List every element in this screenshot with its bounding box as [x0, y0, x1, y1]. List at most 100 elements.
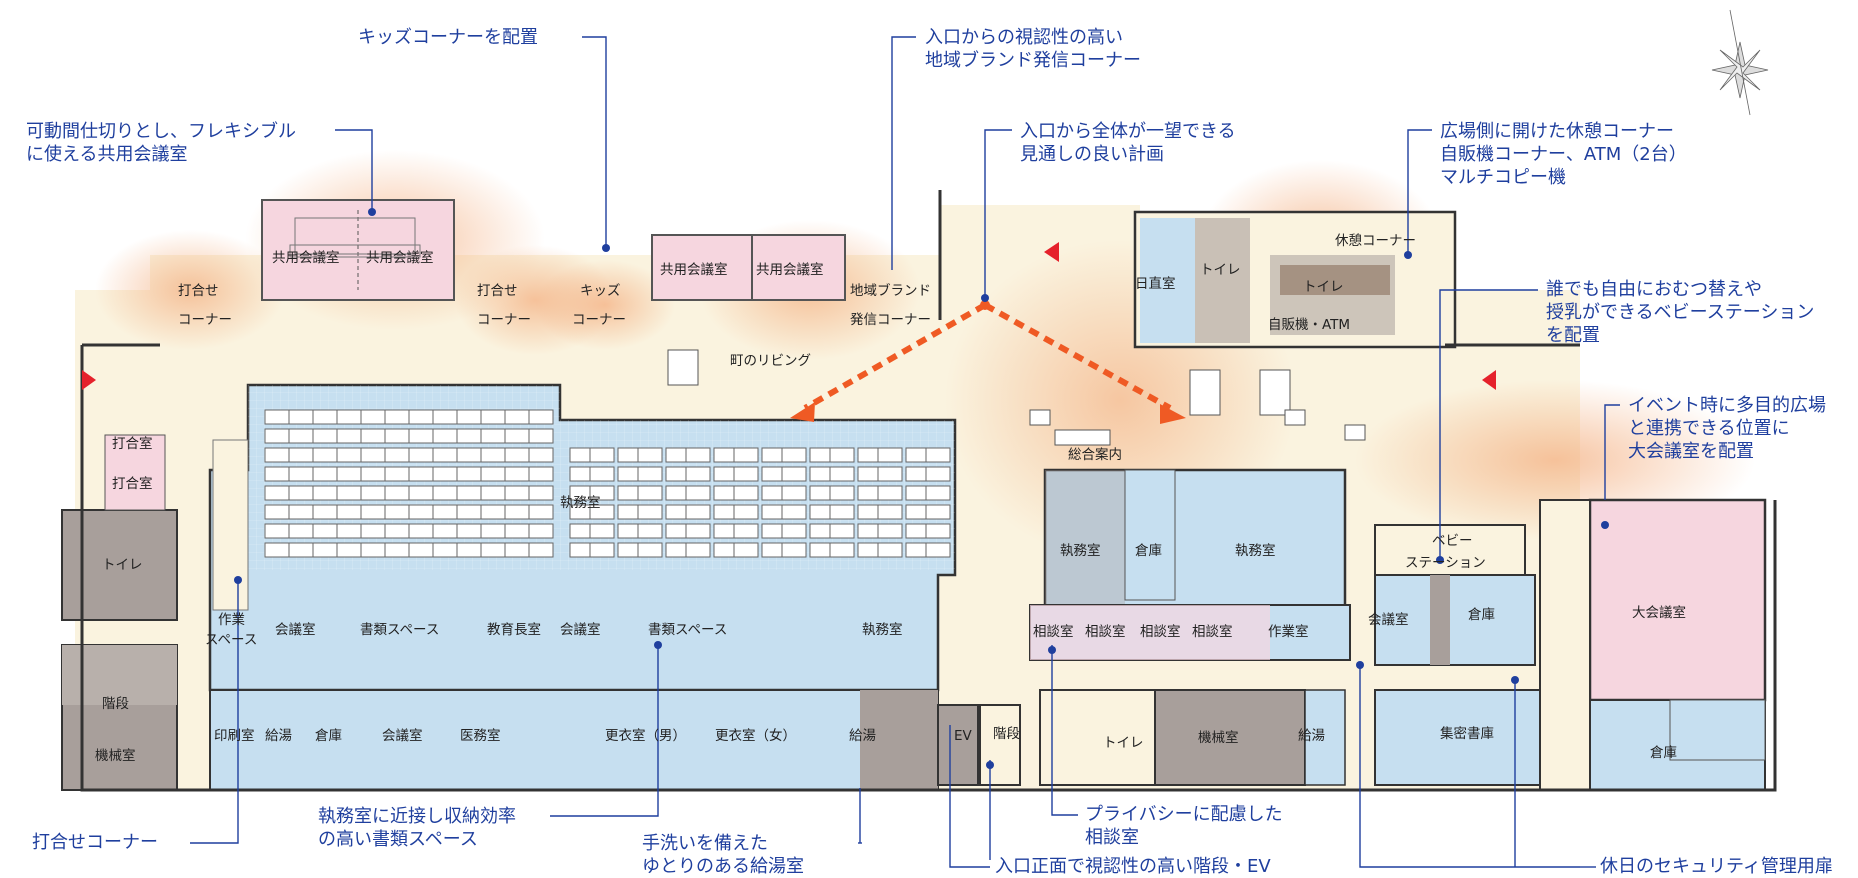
room-kyoyo4: 共用会議室	[756, 262, 824, 278]
room-sodan2: 相談室	[1085, 624, 1126, 640]
room-kyoyo2: 共用会議室	[366, 250, 434, 266]
baby-callout-line2: 授乳ができるベビーステーション	[1546, 302, 1815, 323]
desk	[456, 447, 482, 463]
desk	[781, 542, 807, 558]
desk	[408, 447, 434, 463]
room-sodan1: 相談室	[1033, 624, 1074, 640]
desk	[288, 447, 314, 463]
desk	[637, 466, 663, 482]
desk	[408, 428, 434, 444]
desk	[408, 542, 434, 558]
large-hall	[1539, 498, 1767, 791]
desk	[312, 409, 338, 425]
room-shorui1: 書類スペース	[360, 622, 440, 638]
desk	[589, 466, 615, 482]
desk	[637, 447, 663, 463]
callout-dots	[234, 208, 1609, 769]
desk	[312, 428, 338, 444]
desk	[589, 485, 615, 501]
room-kaidan-left: 階段	[102, 696, 129, 712]
desk	[528, 447, 554, 463]
desk	[456, 409, 482, 425]
room-soko1: 倉庫	[315, 728, 342, 744]
desk	[781, 466, 807, 482]
room-uchiawaseshitsu1: 打合室	[112, 436, 153, 452]
desk	[829, 523, 855, 539]
brand-callout-line2: 地域ブランド発信コーナー	[925, 50, 1141, 71]
desk	[360, 485, 386, 501]
room-shitsumu-c: 執務室	[1235, 543, 1276, 559]
desk	[336, 466, 362, 482]
desk	[829, 447, 855, 463]
desk	[685, 485, 711, 501]
brand-callout-line1: 入口からの視認性の高い	[925, 27, 1123, 48]
room-sagyo2: スペース	[205, 632, 258, 648]
desk	[480, 466, 506, 482]
desk	[733, 485, 759, 501]
desk	[408, 504, 434, 520]
docs-callout-line1: 執務室に近接し収納効率	[318, 806, 516, 827]
desk	[432, 466, 458, 482]
room-corner1: コーナー	[178, 312, 232, 328]
room-brand1: 地域ブランド	[850, 283, 931, 299]
desk	[336, 504, 362, 520]
desk	[384, 523, 410, 539]
room-kidscorner: コーナー	[572, 312, 626, 328]
privacy-callout: プライバシーに配慮した 相談室	[1085, 803, 1283, 849]
room-living: 町のリビング	[730, 353, 811, 369]
desk	[432, 542, 458, 558]
room-shitsumu-b: 執務室	[1060, 543, 1101, 559]
desk	[456, 485, 482, 501]
desk	[589, 447, 615, 463]
desk	[408, 523, 434, 539]
corridor-furniture	[667, 349, 1366, 446]
desk	[528, 428, 554, 444]
desk	[480, 542, 506, 558]
room-sogo: 総合案内	[1068, 447, 1122, 463]
desk	[781, 485, 807, 501]
compass-rose-icon	[1711, 9, 1769, 116]
desk	[528, 504, 554, 520]
desk	[480, 523, 506, 539]
kitchen-callout: 手洗いを備えた ゆとりのある給湯室	[642, 832, 804, 878]
view-callout-line1: 入口から全体が一望できる	[1020, 121, 1236, 142]
desk	[637, 542, 663, 558]
desk	[925, 447, 951, 463]
room-baby2: ステーション	[1405, 555, 1486, 571]
room-kids: キッズ	[580, 283, 621, 299]
right-office-area	[1029, 468, 1351, 661]
desk	[589, 542, 615, 558]
desk	[384, 485, 410, 501]
desk	[312, 504, 338, 520]
desk	[925, 542, 951, 558]
room-uchiawase2: 打合せ	[477, 283, 518, 299]
room-soko2: 倉庫	[1135, 543, 1162, 559]
room-shumitsu: 集密書庫	[1440, 726, 1494, 742]
desk	[312, 523, 338, 539]
kitchen-callout-line2: ゆとりのある給湯室	[642, 856, 804, 877]
desk	[877, 504, 903, 520]
view-callout: 入口から全体が一望できる 見通しの良い計画	[1020, 120, 1236, 166]
desk	[360, 409, 386, 425]
rest-callout-line2: 自販機コーナー、ATM（2台）	[1440, 144, 1687, 165]
rest-callout-line3: マルチコピー機	[1440, 167, 1566, 188]
desk	[504, 447, 530, 463]
desk	[877, 523, 903, 539]
desk	[504, 485, 530, 501]
event-callout-line2: と連携できる位置に	[1628, 418, 1790, 439]
desk	[733, 447, 759, 463]
desk	[432, 485, 458, 501]
event-callout-line3: 大会議室を配置	[1628, 441, 1754, 462]
desk	[384, 428, 410, 444]
room-kaigi2: 会議室	[560, 622, 601, 638]
desk	[925, 485, 951, 501]
desk	[408, 409, 434, 425]
desk	[408, 485, 434, 501]
desk	[312, 542, 338, 558]
desk	[312, 466, 338, 482]
desk	[829, 466, 855, 482]
room-soko3: 倉庫	[1468, 607, 1495, 623]
desk	[360, 447, 386, 463]
privacy-callout-line1: プライバシーに配慮した	[1085, 804, 1283, 825]
